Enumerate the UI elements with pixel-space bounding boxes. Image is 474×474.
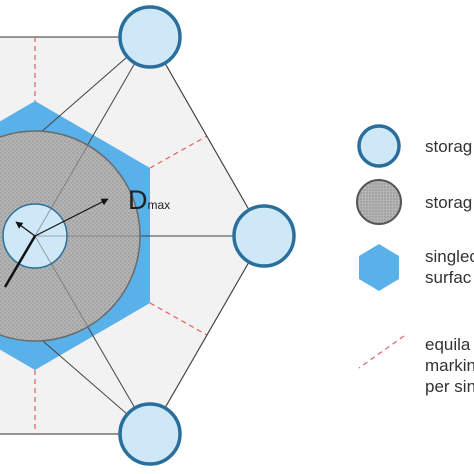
dmax-subscript: max: [148, 198, 171, 212]
legend-label-line: equila: [425, 335, 471, 354]
legend-label-storage-1: storag: [425, 136, 472, 157]
light-blue-circle-icon: [357, 124, 401, 168]
grid-lines-overlay: [34, 144, 140, 328]
legend-label-line: per sin: [425, 377, 474, 396]
legend-label-storage-2: storag: [425, 192, 472, 213]
dmax-label: Dmax: [128, 185, 170, 215]
bold-radius-line: [3, 235, 37, 288]
storage-circle-bottom: [118, 402, 182, 466]
legend-label-line: storag: [425, 137, 473, 156]
inner-radius-arrow: [15, 221, 36, 237]
storage-circle-top: [118, 5, 182, 69]
legend-label-single-cell: singlec surfac: [425, 246, 474, 288]
storage-circles: [118, 5, 296, 466]
grey-hatched-circle-icon: [356, 179, 402, 225]
legend-label-line: singlec: [425, 247, 474, 266]
legend-label-equilateral-marking: equila markin per sin: [425, 334, 474, 397]
dmax-radius-arrow: [34, 198, 109, 237]
dmax-symbol: D: [128, 185, 148, 215]
blue-hexagon-icon: [359, 244, 399, 291]
storage-circle-right: [232, 204, 296, 268]
red-dashed-line-icon: [358, 335, 405, 369]
legend-label-line: markin: [425, 356, 474, 375]
legend-label-line: storag: [425, 193, 473, 212]
dashed-markings: [34, 37, 208, 434]
legend-label-line: surfac: [425, 268, 472, 287]
